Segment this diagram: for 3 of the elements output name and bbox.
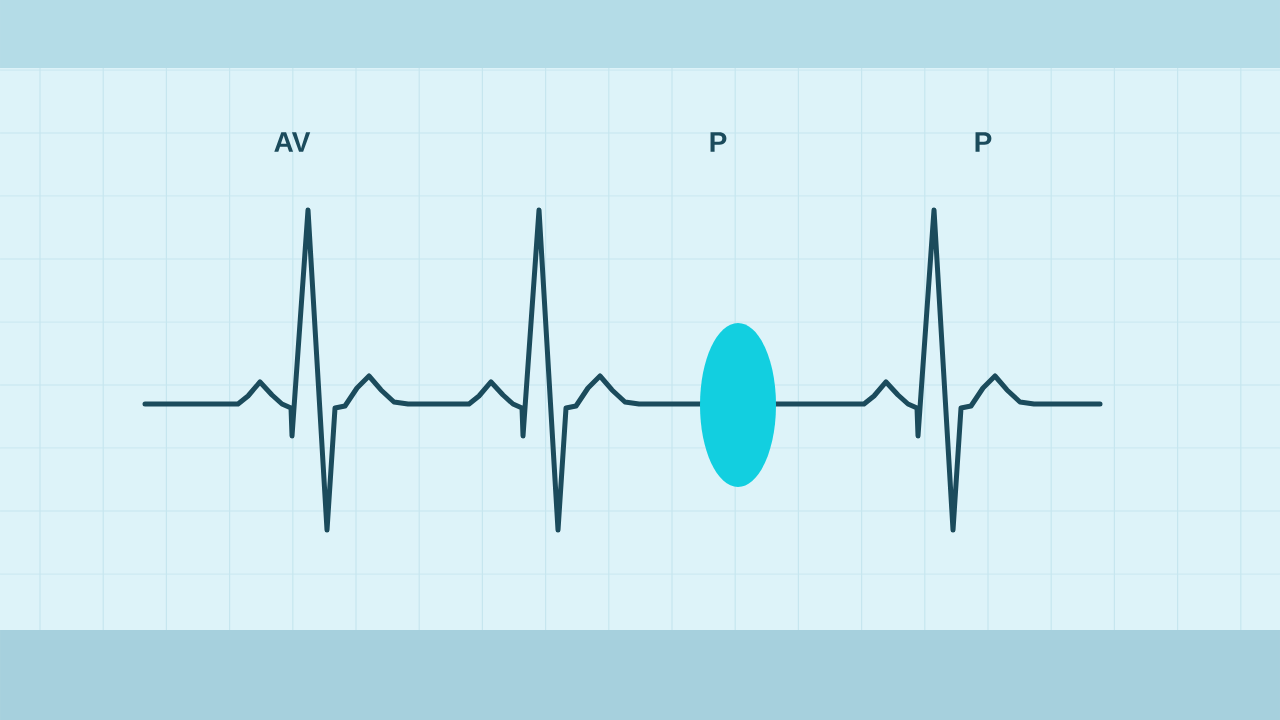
wave-label: P [710, 132, 727, 152]
wave-label: P [975, 132, 992, 152]
wave-label: AV [274, 132, 311, 152]
